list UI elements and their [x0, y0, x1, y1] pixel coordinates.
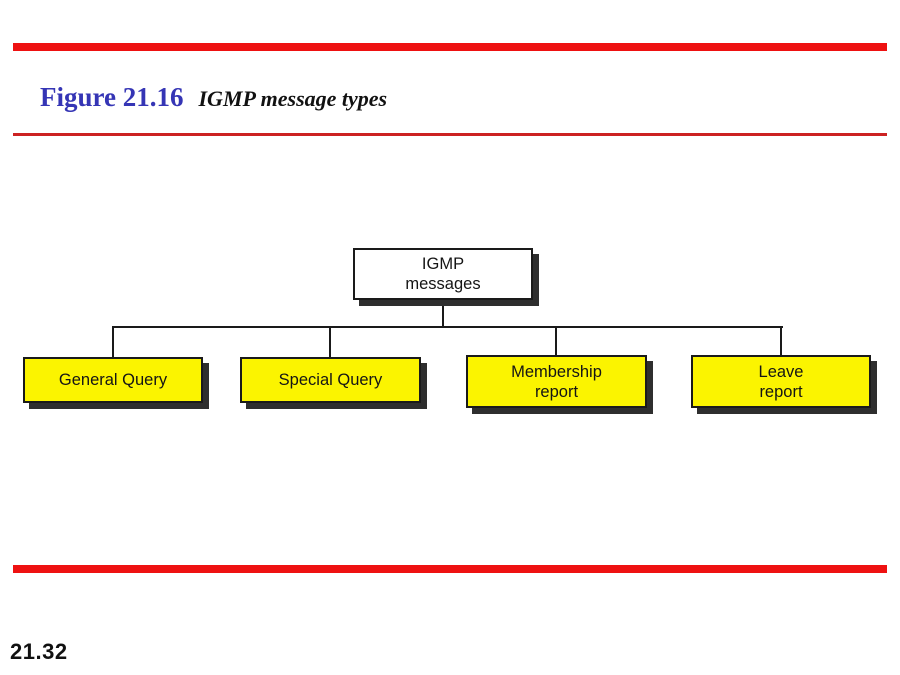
figure-title: Figure 21.16 IGMP message types	[40, 82, 387, 113]
node-label-line: Membership	[511, 362, 602, 381]
node-special-query: Special Query	[240, 357, 421, 403]
node-label-line: Special Query	[278, 371, 383, 389]
node-label-line: messages	[405, 275, 481, 293]
top-red-rule	[13, 43, 887, 51]
horizontal-connector-line	[112, 326, 783, 328]
figure-caption: IGMP message types	[198, 86, 388, 111]
drop-line-membership-report	[555, 326, 557, 356]
root-riser-line	[442, 300, 444, 328]
node-membership-report: Membership report	[466, 355, 647, 408]
node-general-query: General Query	[23, 357, 203, 403]
drop-line-special-query	[329, 326, 331, 358]
node-label-line: report	[759, 382, 803, 401]
node-label-line: report	[534, 382, 579, 401]
node-igmp-messages: IGMP messages	[353, 248, 533, 300]
node-label-line: Leave	[758, 362, 804, 381]
node-label-line: General Query	[58, 371, 168, 389]
figure-number: Figure 21.16	[40, 82, 184, 112]
node-label-line: IGMP	[421, 255, 465, 273]
bottom-red-rule	[13, 565, 887, 573]
slide-page-number: 21.32	[10, 639, 68, 664]
node-leave-report: Leave report	[691, 355, 871, 408]
drop-line-leave-report	[780, 326, 782, 356]
drop-line-general-query	[112, 326, 114, 358]
title-underline-rule	[13, 133, 887, 136]
